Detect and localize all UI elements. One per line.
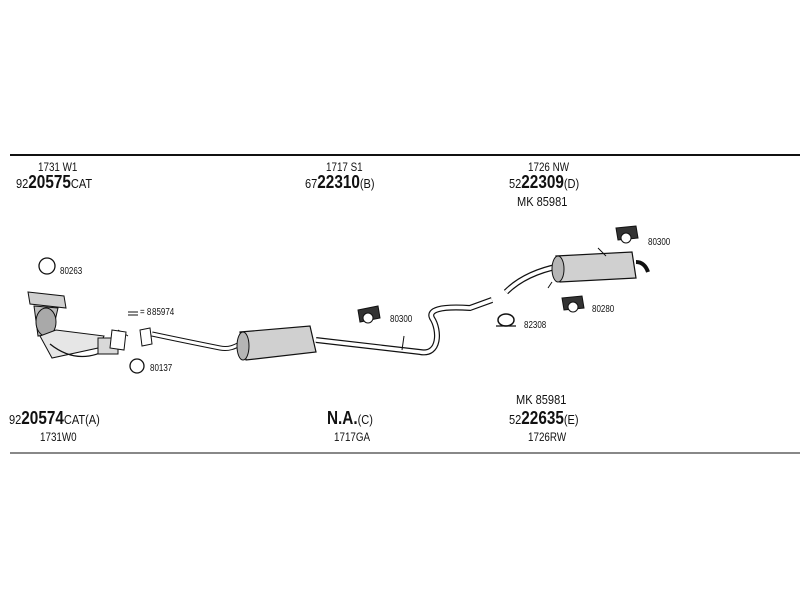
- part-name-1731-w1: 1731 W1: [38, 160, 78, 174]
- centre-silencer: [139, 297, 494, 361]
- part-code-number: 20574: [21, 408, 64, 428]
- gasket-ring-80263: [38, 257, 56, 275]
- mounting-kit-top: MK 85981: [517, 194, 568, 209]
- part-code-number: 22309: [521, 172, 564, 192]
- part-code-22309: 5222309(D): [509, 172, 580, 192]
- part-code-22310: 6722310(B): [305, 172, 375, 192]
- callout-85974: 85974: [152, 307, 175, 318]
- part-name-1731w0: 1731W0: [40, 430, 77, 444]
- callout-80300-right: 80300: [648, 237, 671, 248]
- clamp-bolts-85974: [109, 311, 138, 351]
- part-code-20575: 9220575CAT: [16, 172, 93, 192]
- part-code-number: 22310: [317, 172, 360, 192]
- part-name-1717-s1: 1717 S1: [326, 160, 363, 174]
- part-code-suffix: (C): [357, 412, 373, 427]
- part-name-1726-nw: 1726 NW: [528, 160, 570, 174]
- catalytic-converter: [27, 291, 119, 359]
- rubber-mount-80300-mid: [357, 305, 381, 324]
- part-code-prefix: 52: [509, 176, 522, 191]
- part-code-number: 20575: [28, 172, 71, 192]
- part-code-prefix: 92: [16, 176, 29, 191]
- part-code-prefix: 92: [9, 412, 22, 427]
- pipe-clamp-82308: [496, 313, 516, 327]
- part-code-20574: 9220574CAT(A): [9, 408, 100, 428]
- callout-85974-prefix: = 8: [140, 307, 152, 318]
- part-code-number: 22635: [521, 408, 564, 428]
- callout-82308: 82308: [524, 320, 547, 331]
- part-code-number: N.A.: [327, 408, 358, 428]
- part-code-suffix: CAT(A): [63, 412, 100, 427]
- part-code-suffix: (E): [563, 412, 579, 427]
- gasket-ring-80137: [129, 358, 145, 374]
- part-code-suffix: (D): [563, 176, 580, 191]
- part-code-na: N.A.(C): [327, 408, 373, 428]
- rear-silencer: [503, 247, 650, 295]
- callout-80300-mid: 80300: [390, 314, 413, 325]
- rubber-mount-80300-right: [615, 225, 639, 244]
- part-code-22635: 5222635(E): [509, 408, 579, 428]
- part-name-1717ga: 1717GA: [334, 430, 371, 444]
- callout-80263: 80263: [60, 266, 83, 277]
- mounting-kit-bottom: MK 85981: [516, 392, 567, 407]
- part-code-suffix: CAT: [70, 176, 93, 191]
- callout-80137: 80137: [150, 363, 173, 374]
- part-name-1726rw: 1726RW: [528, 430, 567, 444]
- part-code-suffix: (B): [359, 176, 375, 191]
- part-code-prefix: 67: [305, 176, 318, 191]
- callout-80280: 80280: [592, 304, 615, 315]
- part-code-prefix: 52: [509, 412, 522, 427]
- rubber-mount-80280: [561, 295, 585, 313]
